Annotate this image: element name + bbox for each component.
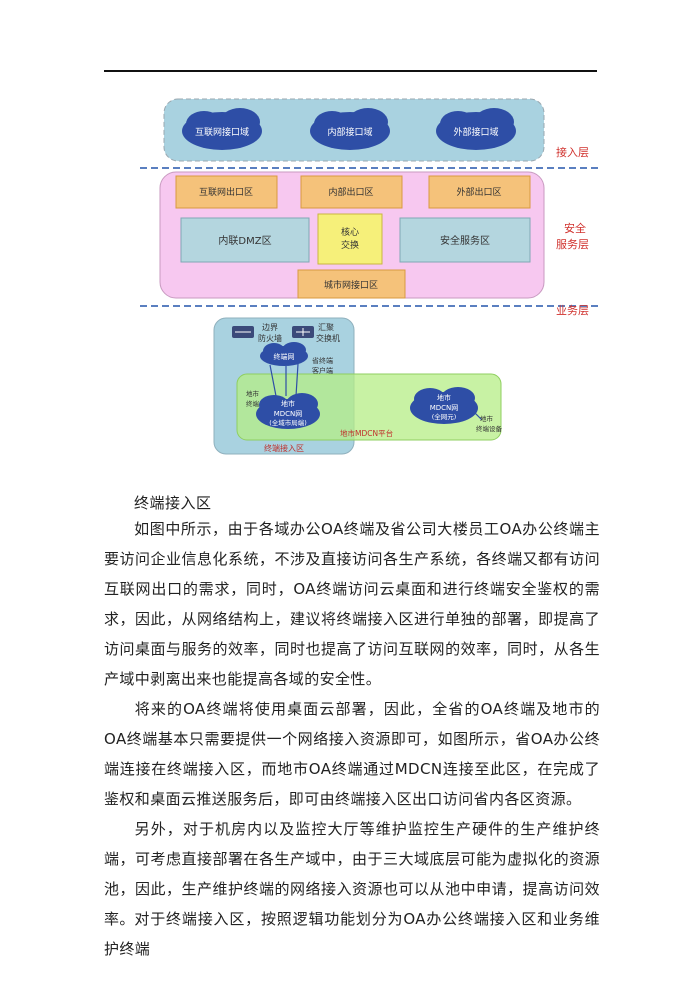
switch-label-1: 汇聚 xyxy=(318,323,334,332)
security-service-label: 安全服务区 xyxy=(440,234,490,247)
firewall-label-1: 边界 xyxy=(262,322,278,332)
terminal-network-cloud xyxy=(260,342,308,366)
security-service-zone xyxy=(399,217,531,263)
paragraph-2: 将来的OA终端将使用桌面云部署，因此，全省的OA终端及地市的OA终端基本只需要提… xyxy=(104,694,600,814)
right-terminal-label-2: 终端设备 xyxy=(476,424,503,433)
terminal-network-label: 终端网 xyxy=(274,352,295,361)
internal-exit-label: 内部出口区 xyxy=(328,186,373,198)
mdcn-right-cloud xyxy=(410,387,478,424)
network-architecture-diagram: 互联网接口域 内部接口域 外部接口域 接入层 互联网出口区 内部出口区 外部出口… xyxy=(140,98,598,455)
internet-exit-zone xyxy=(175,175,278,209)
cloud-internal xyxy=(310,108,390,150)
layer-label-business: 业务层 xyxy=(556,304,589,317)
mdcn-platform-label: 地市MDCN平台 xyxy=(340,428,393,438)
mdcn-left-label-1: 地市 xyxy=(281,399,295,408)
mdcn-right-label-2: MDCN网 xyxy=(430,404,459,412)
core-label-l1: 核心 xyxy=(341,226,359,238)
client-label-1: 省终端 xyxy=(312,356,333,365)
core-switch-zone xyxy=(317,213,383,265)
core-label-l2: 交换 xyxy=(341,239,359,251)
mdcn-right-label-3: (全网元) xyxy=(432,412,457,421)
paragraph-1: 如图中所示，由于各域办公OA终端及省公司大楼员工OA办公终端主要访问企业信息化系… xyxy=(104,514,600,694)
firewall-label-2: 防火墙 xyxy=(258,333,282,343)
cloud-external xyxy=(436,108,516,150)
uplink-lines xyxy=(269,363,299,397)
external-exit-label: 外部出口区 xyxy=(456,186,501,198)
external-exit-zone xyxy=(428,175,531,209)
left-terminal-label-2: 终端 xyxy=(246,399,260,408)
right-terminal-label-1: 地市 xyxy=(480,414,494,423)
cloud-external-label: 外部接口域 xyxy=(453,126,498,138)
internet-exit-label: 互联网出口区 xyxy=(199,186,253,198)
layer-label-security-2: 服务层 xyxy=(556,238,589,251)
layer-label-access: 接入层 xyxy=(556,146,589,159)
city-network-label: 城市网接口区 xyxy=(324,279,378,291)
firewall-icon xyxy=(232,326,254,338)
switch-icon xyxy=(292,326,314,338)
cloud-internet-label: 互联网接口域 xyxy=(195,126,249,138)
mdcn-left-label-3: (全域市局端) xyxy=(269,418,307,427)
dmz-label: 内联DMZ区 xyxy=(218,234,271,247)
paragraph-4-text: 对于终端接入区，按照逻辑功能划分为OA办公终端接入区和业务维护终端 xyxy=(104,910,600,958)
paragraph-3: 另外，对于机房内以及监控大厅等维护监控生产硬件的生产维护终端，可考虑直接部署在各… xyxy=(104,814,600,934)
paragraph-2-text: 将来的OA终端将使用桌面云部署，因此，全省的OA终端及地市的OA终端基本只需要提… xyxy=(104,700,600,808)
paragraph-3-text: 另外，对于机房内以及监控大厅等维护监控生产硬件的生产维护终端，可考虑直接部署在各… xyxy=(104,820,600,928)
right-link-line xyxy=(473,411,483,421)
layer-label-security-1: 安全 xyxy=(564,221,586,235)
cloud-internal-label: 内部接口域 xyxy=(327,126,372,138)
left-terminal-label-1: 地市 xyxy=(246,389,260,398)
client-label-2: 客户端 xyxy=(312,366,333,375)
section-title: 终端接入区 xyxy=(134,494,212,512)
mdcn-right-label-1: 地市 xyxy=(437,393,451,402)
paragraph-1-text: 如图中所示，由于各域办公OA终端及省公司大楼员工OA办公终端主要访问企业信息化系… xyxy=(104,520,600,688)
mdcn-left-label-2: MDCN网 xyxy=(274,410,303,418)
switch-label-2: 交换机 xyxy=(316,333,340,343)
mdcn-left-cloud xyxy=(256,393,320,429)
internal-exit-zone xyxy=(300,175,403,209)
terminal-access-zone-label: 终端接入区 xyxy=(264,443,304,453)
dmz-zone xyxy=(180,217,310,263)
city-network-zone xyxy=(297,269,406,299)
paragraph-4: 对于终端接入区，按照逻辑功能划分为OA办公终端接入区和业务维护终端 xyxy=(104,904,600,964)
cloud-internet xyxy=(182,108,262,150)
header-rule xyxy=(104,70,597,72)
